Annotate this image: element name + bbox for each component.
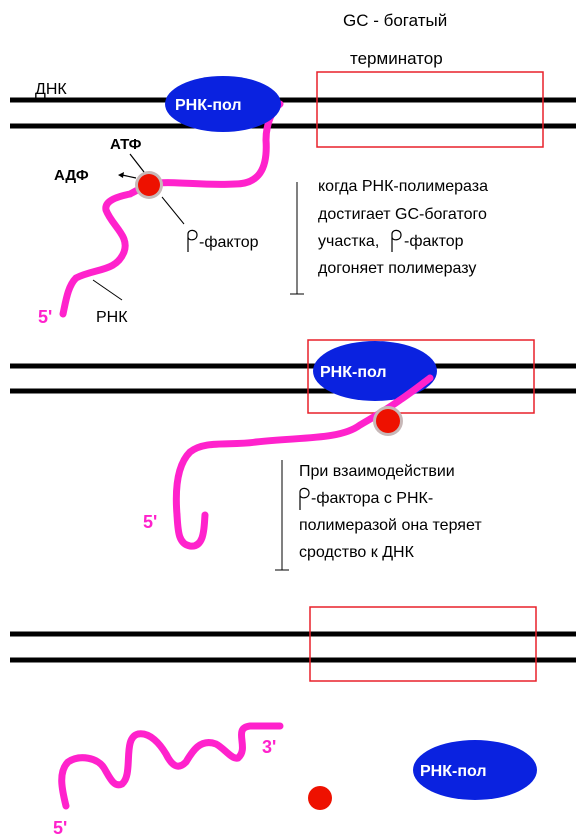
rna-polymerase-label: РНК-пол [320, 364, 387, 381]
rho-factor [376, 409, 400, 433]
rho-glyph-icon [299, 487, 310, 510]
adp-arrow-head [118, 172, 124, 178]
adp-label: АДФ [54, 167, 89, 184]
dna-label: ДНК [35, 81, 67, 98]
rho-glyph-icon [391, 229, 402, 252]
step2-note-line2: -фактора с РНК- [311, 490, 433, 507]
rna-strand [59, 100, 284, 318]
panel-1: РНК-пол АТФ АДФ -фактор РНК 5' когда РНК… [10, 71, 576, 327]
five-prime-label-3: 5' [53, 818, 67, 838]
adp-arrow [121, 174, 137, 179]
atp-label: АТФ [110, 136, 142, 153]
terminator-label-line2: терминатор [350, 49, 443, 68]
step1-note-line3b: -фактор [404, 233, 464, 250]
gc-terminator-box [307, 339, 535, 414]
rho-factor-label: -фактор [199, 234, 259, 251]
rho-factor [138, 174, 160, 196]
rho-glyph-icon [187, 229, 198, 252]
step1-note-line3: участка, [318, 233, 379, 250]
panel-2: РНК-пол 5' При взаимодействии -фактора с… [10, 339, 576, 571]
rna-polymerase-label: РНК-пол [420, 763, 487, 780]
rna-label: РНК [96, 309, 128, 326]
step2-note-line4: сродство к ДНК [299, 544, 415, 561]
rna-strand-tail [173, 511, 209, 550]
step1-note-line1: когда РНК-полимераза [318, 178, 488, 195]
rho-leader-line [161, 196, 185, 225]
atp-arrow [129, 153, 145, 173]
gc-terminator-box [309, 606, 537, 682]
terminator-label-line1: GC - богатый [343, 11, 447, 30]
rna-polymerase [413, 740, 537, 800]
step2-note-line3: полимеразой она теряет [299, 517, 482, 534]
five-prime-label-1: 5' [38, 307, 52, 327]
three-prime-label: 3' [262, 737, 276, 757]
rna-strand [58, 722, 284, 810]
rna-leader-line [92, 279, 123, 301]
rho-factor [308, 786, 332, 810]
step2-note-line1: При взаимодействии [299, 463, 455, 480]
rna-strand [172, 374, 434, 519]
rna-polymerase [165, 76, 281, 132]
step1-note-line2: достигает GC-богатого [318, 206, 487, 223]
five-prime-label-2: 5' [143, 512, 157, 532]
gc-terminator-box [316, 71, 544, 148]
rna-polymerase-label: РНК-пол [175, 97, 242, 114]
rna-polymerase [313, 341, 437, 401]
panel-3: 5' 3' РНК-пол [10, 606, 576, 838]
step1-note-line4: догоняет полимеразу [318, 260, 476, 277]
